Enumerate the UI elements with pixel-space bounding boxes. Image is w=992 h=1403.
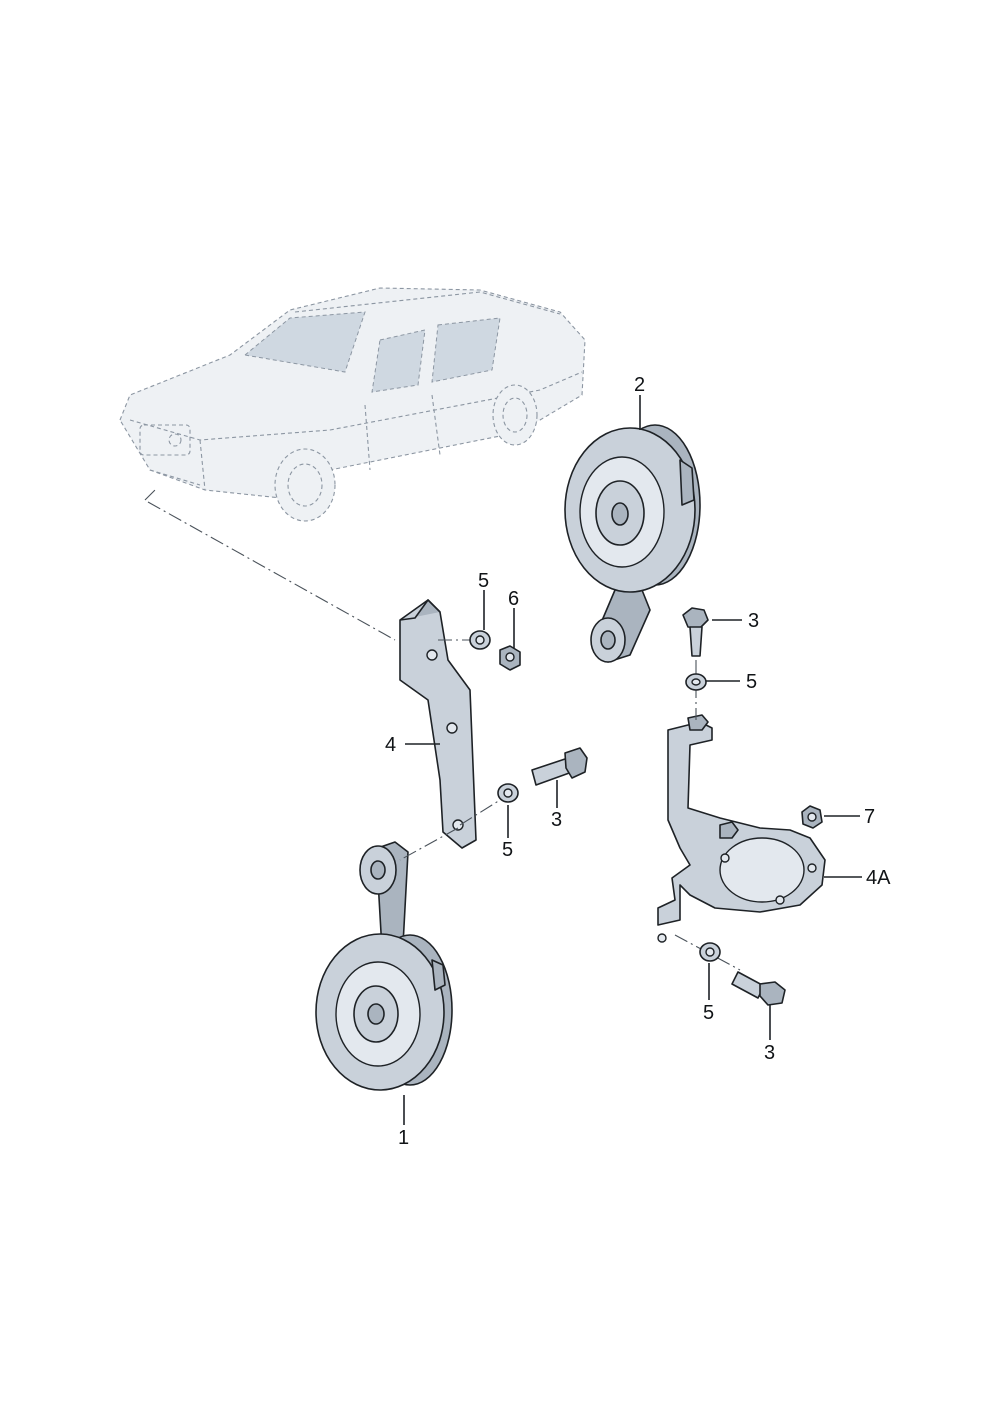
bracket-right (657, 714, 826, 943)
nut-left (499, 645, 521, 671)
callout-nut-left: 6 (508, 588, 519, 610)
washer-bottom-right (699, 942, 721, 962)
bolt-left (531, 747, 588, 786)
reference-chain-line (144, 489, 396, 641)
washer-top-left (469, 630, 491, 650)
callout-washer-left: 5 (502, 839, 513, 861)
callout-horn-low: 1 (398, 1127, 409, 1149)
vehicle-silhouette (119, 287, 586, 522)
callout-washer-top-left: 5 (478, 570, 489, 592)
callout-bolt-top-right: 3 (748, 610, 759, 632)
washer-top-right (685, 673, 707, 691)
bolt-top-right (682, 607, 709, 657)
callout-bolt-left: 3 (551, 809, 562, 831)
horn-low-tone (315, 841, 453, 1091)
callout-bracket-right: 4A (866, 867, 891, 889)
washer-left (497, 783, 519, 803)
callout-bolt-bottom-right: 3 (764, 1042, 775, 1064)
callout-nut-right: 7 (864, 806, 875, 828)
horn-high-tone (564, 424, 701, 663)
callout-bracket-left: 4 (385, 734, 396, 756)
callout-washer-top-right: 5 (746, 671, 757, 693)
nut-right (801, 805, 823, 829)
leader-lines (403, 395, 862, 1125)
callout-horn-high: 2 (634, 374, 645, 396)
bolt-bottom-right (731, 971, 786, 1006)
callout-washer-bottom-right: 5 (703, 1002, 714, 1024)
